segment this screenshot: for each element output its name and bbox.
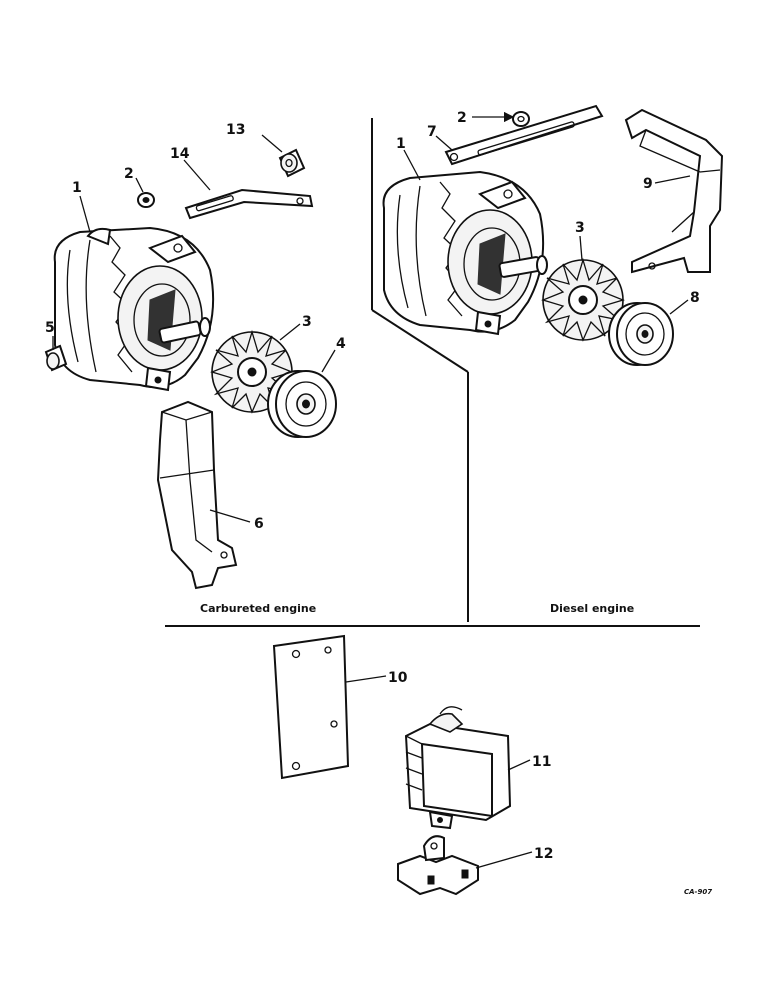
caption-carbureted-engine: Carbureted engine [200, 602, 316, 615]
pulley-4 [267, 370, 337, 438]
callout-12: 12 [534, 846, 553, 862]
drawing-code: CA-907 [684, 888, 712, 896]
callout-6: 6 [254, 516, 264, 532]
callout-13: 13 [226, 122, 245, 138]
section-dividers [165, 118, 700, 627]
callout-14: 14 [170, 146, 190, 162]
callout-3-right: 3 [575, 220, 585, 236]
callout-1-right: 1 [396, 136, 406, 152]
callout-11: 11 [532, 754, 551, 770]
caption-diesel-engine: Diesel engine [550, 602, 634, 615]
spacer-13 [278, 148, 306, 178]
mounting-plate-10 [272, 634, 350, 780]
callout-1-left: 1 [72, 180, 82, 196]
fan-right [541, 257, 625, 342]
connector-12 [397, 835, 479, 896]
callout-2-left: 2 [124, 166, 134, 182]
voltage-regulator-11 [404, 706, 512, 830]
callout-7: 7 [427, 124, 437, 140]
callout-8: 8 [690, 290, 700, 306]
washer-left [137, 192, 155, 208]
adjusting-bracket-14 [184, 188, 314, 220]
callout-3-left: 3 [302, 314, 312, 330]
alternator-right [382, 170, 548, 336]
washer-right [512, 111, 530, 127]
support-bracket-9 [624, 108, 724, 274]
callout-9: 9 [643, 176, 653, 192]
callout-2-right: 2 [457, 110, 467, 126]
callout-5: 5 [45, 320, 55, 336]
callout-10: 10 [388, 670, 408, 686]
pulley-8 [608, 302, 674, 366]
leader-lines [52, 111, 691, 869]
spacer-5 [44, 344, 68, 372]
alternator-left [53, 226, 215, 392]
support-bracket-6 [156, 400, 238, 590]
adjusting-bracket-7 [444, 104, 604, 166]
callout-4: 4 [336, 336, 346, 352]
callout-labels: 1 2 13 14 5 3 4 6 1 2 7 9 3 8 10 11 12 [45, 110, 700, 862]
